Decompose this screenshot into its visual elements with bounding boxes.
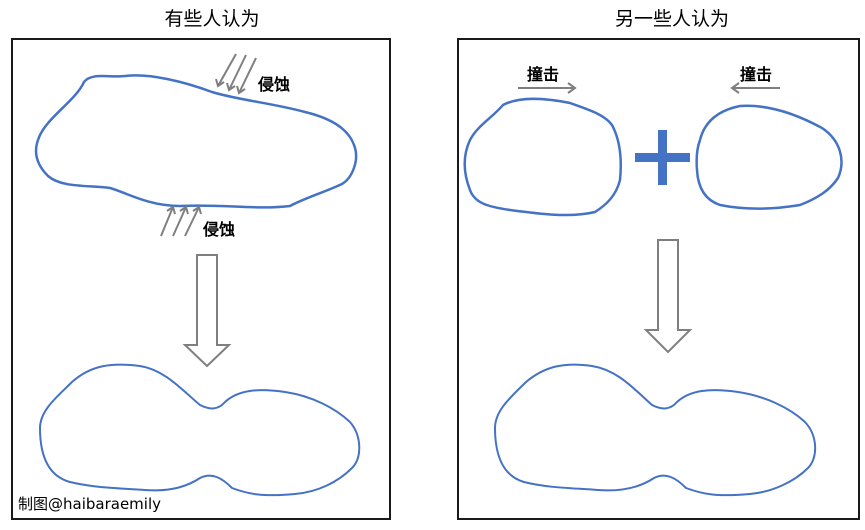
contact-binary-shape-left <box>39 363 361 497</box>
colliding-body-right <box>695 104 843 210</box>
colliding-body-left <box>463 97 622 217</box>
plus-icon <box>635 130 690 185</box>
down-arrow-left <box>182 254 232 368</box>
contact-binary-shape-right <box>494 363 817 497</box>
right-panel-title: 另一些人认为 <box>614 8 729 30</box>
impact-label-right: 撞击 <box>740 65 773 84</box>
impact-arrow-left <box>518 82 577 94</box>
erosion-arrows-top <box>215 53 257 95</box>
left-panel-title: 有些人认为 <box>164 8 260 30</box>
down-arrow-right <box>643 239 693 354</box>
erosion-label-top: 侵蚀 <box>258 75 291 94</box>
impact-arrow-right <box>730 82 780 94</box>
erosion-arrows-bottom <box>160 205 202 237</box>
impact-label-left: 撞击 <box>527 65 560 84</box>
erosion-label-bottom: 侵蚀 <box>203 220 236 239</box>
credit-watermark: 制图@haibaraemily <box>18 495 161 513</box>
elongated-asteroid-shape <box>34 74 358 209</box>
